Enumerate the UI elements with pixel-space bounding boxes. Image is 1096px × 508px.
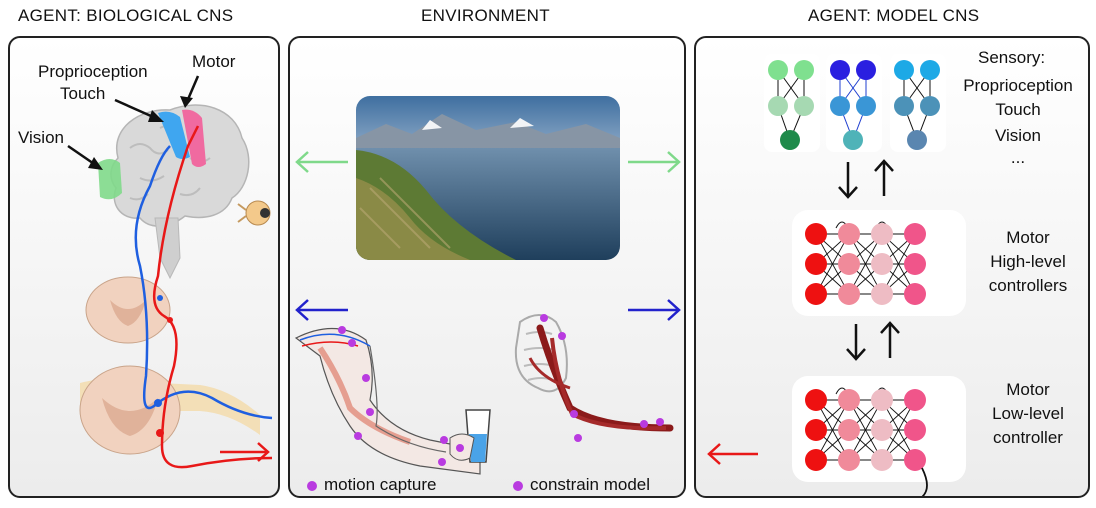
vision-arrow-right — [628, 151, 681, 173]
label-proprioception: Proprioception — [38, 62, 148, 81]
high-level-node — [904, 283, 926, 305]
motor-arrow-right — [628, 299, 681, 321]
high-level-node — [904, 223, 926, 245]
low-level-node — [838, 389, 860, 411]
low-level-connection — [848, 399, 883, 461]
low-level-node — [904, 449, 926, 471]
label-touch: Touch — [60, 84, 106, 103]
spinal-cord-lower — [79, 365, 260, 455]
high-level-line-3: controllers — [988, 276, 1068, 295]
low-level-node — [904, 389, 926, 411]
high-level-node — [871, 283, 893, 305]
sensory-title: Sensory: — [978, 48, 1046, 67]
sensory-item-vision: Vision — [995, 126, 1041, 145]
high-level-node — [838, 223, 860, 245]
legend-constrain-dot — [513, 481, 523, 491]
biological-cns-panel: Proprioception Touch Motor Vision — [8, 36, 280, 498]
label-vision: Vision — [18, 128, 64, 147]
visual-cortex-area — [98, 159, 122, 200]
low-level-node — [871, 419, 893, 441]
high-level-node — [805, 223, 827, 245]
high-level-node — [871, 223, 893, 245]
motion-capture-markers — [338, 326, 464, 466]
high-level-line-1: Motor — [1006, 228, 1050, 247]
low-level-connection — [881, 399, 916, 461]
spinal-cord-upper — [85, 276, 171, 344]
low-level-line-3: controller — [993, 428, 1063, 447]
high-level-node — [871, 253, 893, 275]
legend-mocap-dot — [307, 481, 317, 491]
low-level-node — [805, 419, 827, 441]
low-level-node — [871, 449, 893, 471]
low-level-node — [871, 389, 893, 411]
label-motor: Motor — [192, 52, 236, 71]
arm-anatomy-illustration — [294, 327, 491, 475]
low-level-node — [838, 449, 860, 471]
high-level-node — [805, 283, 827, 305]
vision-arrow-left — [295, 151, 348, 173]
landscape-photo — [356, 96, 620, 260]
low-level-node — [838, 419, 860, 441]
musculoskeletal-model — [514, 314, 674, 432]
environment-illustration — [294, 96, 681, 491]
sensory-network-touch — [826, 54, 882, 152]
low-level-node — [805, 449, 827, 471]
legend-motion-capture: motion capture — [324, 475, 437, 494]
recurrent-loop-arrow — [921, 467, 928, 496]
high-level-line-2: High-level — [990, 252, 1066, 271]
low-level-line-1: Motor — [1006, 380, 1050, 399]
motor-pathway — [152, 125, 273, 469]
header-environment: ENVIRONMENT — [421, 6, 550, 25]
constrain-model-markers — [540, 314, 664, 442]
sensory-network-vision — [890, 54, 946, 152]
up-arrow-lower — [880, 321, 900, 358]
sensory-item-touch: Touch — [995, 100, 1041, 119]
high-level-controller-network — [792, 210, 966, 316]
down-arrow-upper — [838, 162, 858, 199]
model-cns-panel: Sensory: Proprioception Touch Vision ...… — [694, 36, 1090, 498]
somatosensory-cortex — [158, 111, 190, 159]
low-level-line-2: Low-level — [992, 404, 1064, 423]
high-level-node — [904, 253, 926, 275]
environment-panel: motion capture constrain model — [288, 36, 686, 498]
motor-output-arrow — [220, 442, 270, 462]
model-cns-illustration — [707, 54, 966, 496]
model-output-arrow — [707, 443, 758, 465]
sensory-item-more: ... — [1010, 148, 1026, 167]
motor-arrow-left — [295, 299, 348, 321]
legend-constrain-model: constrain model — [530, 475, 651, 494]
sensory-item-proprioception: Proprioception — [963, 76, 1073, 95]
down-arrow-lower — [846, 324, 866, 361]
motor-cortex — [182, 109, 206, 167]
high-level-connection — [848, 233, 883, 295]
high-level-node — [805, 253, 827, 275]
header-model-cns: AGENT: MODEL CNS — [808, 6, 980, 25]
high-level-connection — [815, 233, 850, 295]
high-level-node — [838, 283, 860, 305]
eye-illustration — [237, 200, 271, 226]
sensory-network-proprioception — [764, 54, 820, 152]
up-arrow-upper — [874, 159, 894, 196]
low-level-node — [904, 419, 926, 441]
low-level-node — [805, 389, 827, 411]
low-level-controller-network — [792, 376, 966, 496]
high-level-node — [838, 253, 860, 275]
header-biological-cns: AGENT: BIOLOGICAL CNS — [18, 6, 234, 25]
sensory-pathway — [134, 145, 273, 420]
biological-cns-illustration — [67, 75, 273, 469]
low-level-connection — [815, 399, 850, 461]
high-level-connection — [881, 233, 916, 295]
